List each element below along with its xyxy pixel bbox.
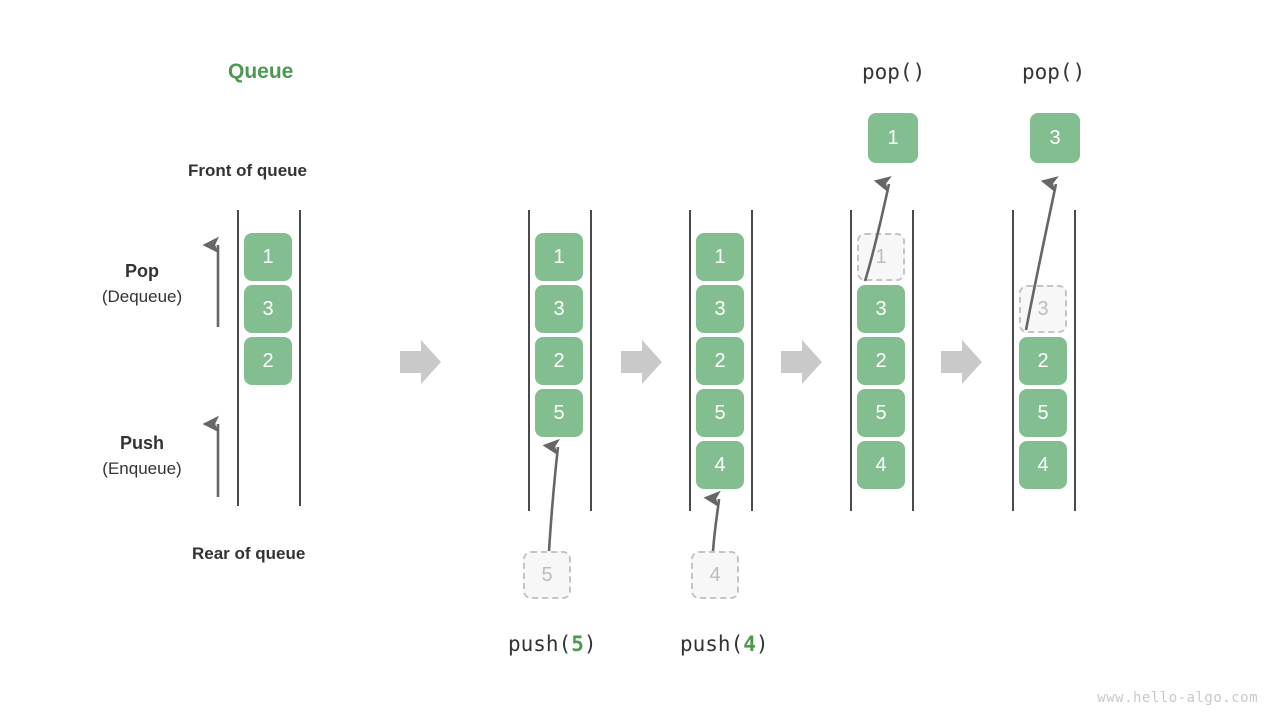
cell-col3-4: 4 xyxy=(696,441,744,489)
rail-right-col5 xyxy=(1074,210,1076,511)
cell-col3-0: 1 xyxy=(696,233,744,281)
cell-col5-3: 5 xyxy=(1019,389,1067,437)
cell-col1-2: 2 xyxy=(244,337,292,385)
cell-col3-1: 3 xyxy=(696,285,744,333)
cell-col4-2: 2 xyxy=(857,337,905,385)
rail-left-col2 xyxy=(528,210,530,511)
rail-right-col3 xyxy=(751,210,753,511)
pop-operation-label: Pop (Dequeue) xyxy=(62,258,222,310)
cell-col2-3: 5 xyxy=(535,389,583,437)
cell-col3-3: 5 xyxy=(696,389,744,437)
cell-col1-0: 1 xyxy=(244,233,292,281)
popped-cell-col4: 1 xyxy=(868,113,918,163)
push-5-arrow xyxy=(542,438,560,552)
watermark: www.hello-algo.com xyxy=(1097,690,1258,706)
cell-col4-1: 3 xyxy=(857,285,905,333)
cell-col2-0: 1 xyxy=(535,233,583,281)
rail-right-col1 xyxy=(299,210,301,506)
push-5-close: ) xyxy=(583,632,597,656)
push-4-close: ) xyxy=(755,632,769,656)
incoming-cell-col3: 4 xyxy=(691,551,739,599)
cell-col4-0: 1 xyxy=(857,233,905,281)
popped-cell-col5: 3 xyxy=(1030,113,1080,163)
pop-label-sub: (Dequeue) xyxy=(101,287,183,306)
push-4-fn: push( xyxy=(680,632,744,656)
pop-label-main: Pop xyxy=(125,261,159,281)
rail-left-col5 xyxy=(1012,210,1014,511)
rail-left-col3 xyxy=(689,210,691,511)
cell-col2-1: 3 xyxy=(535,285,583,333)
rear-of-queue-label: Rear of queue xyxy=(192,544,306,563)
cell-col5-4: 4 xyxy=(1019,441,1067,489)
rail-right-col2 xyxy=(590,210,592,511)
cell-col5-2: 2 xyxy=(1019,337,1067,385)
push-operation-label: Push (Enqueue) xyxy=(62,430,222,482)
rail-right-col4 xyxy=(912,210,914,511)
cell-col1-1: 3 xyxy=(244,285,292,333)
rail-left-col4 xyxy=(850,210,852,511)
rail-left-col1 xyxy=(237,210,239,506)
step-arrow-4 xyxy=(941,340,982,384)
push-4-arrow xyxy=(703,490,721,552)
step-arrow-2 xyxy=(621,340,662,384)
push-5-arg: 5 xyxy=(571,632,584,656)
step-arrow-1 xyxy=(400,340,441,384)
cell-col3-2: 2 xyxy=(696,337,744,385)
page-title: Queue xyxy=(228,60,294,83)
front-of-queue-label: Front of queue xyxy=(188,161,307,180)
incoming-cell-col2: 5 xyxy=(523,551,571,599)
caption-push-4: push(4) xyxy=(680,632,769,656)
cell-col5-1: 3 xyxy=(1019,285,1067,333)
caption-push-5: push(5) xyxy=(508,632,597,656)
push-5-fn: push( xyxy=(508,632,572,656)
cell-col4-3: 5 xyxy=(857,389,905,437)
step-arrow-3 xyxy=(781,340,822,384)
push-label-main: Push xyxy=(119,433,164,453)
push-4-arg: 4 xyxy=(743,632,756,656)
caption-pop-1: pop() xyxy=(862,60,926,84)
caption-pop-2: pop() xyxy=(1022,60,1086,84)
cell-col4-4: 4 xyxy=(857,441,905,489)
push-label-sub: (Enqueue) xyxy=(102,459,182,478)
cell-col2-2: 2 xyxy=(535,337,583,385)
